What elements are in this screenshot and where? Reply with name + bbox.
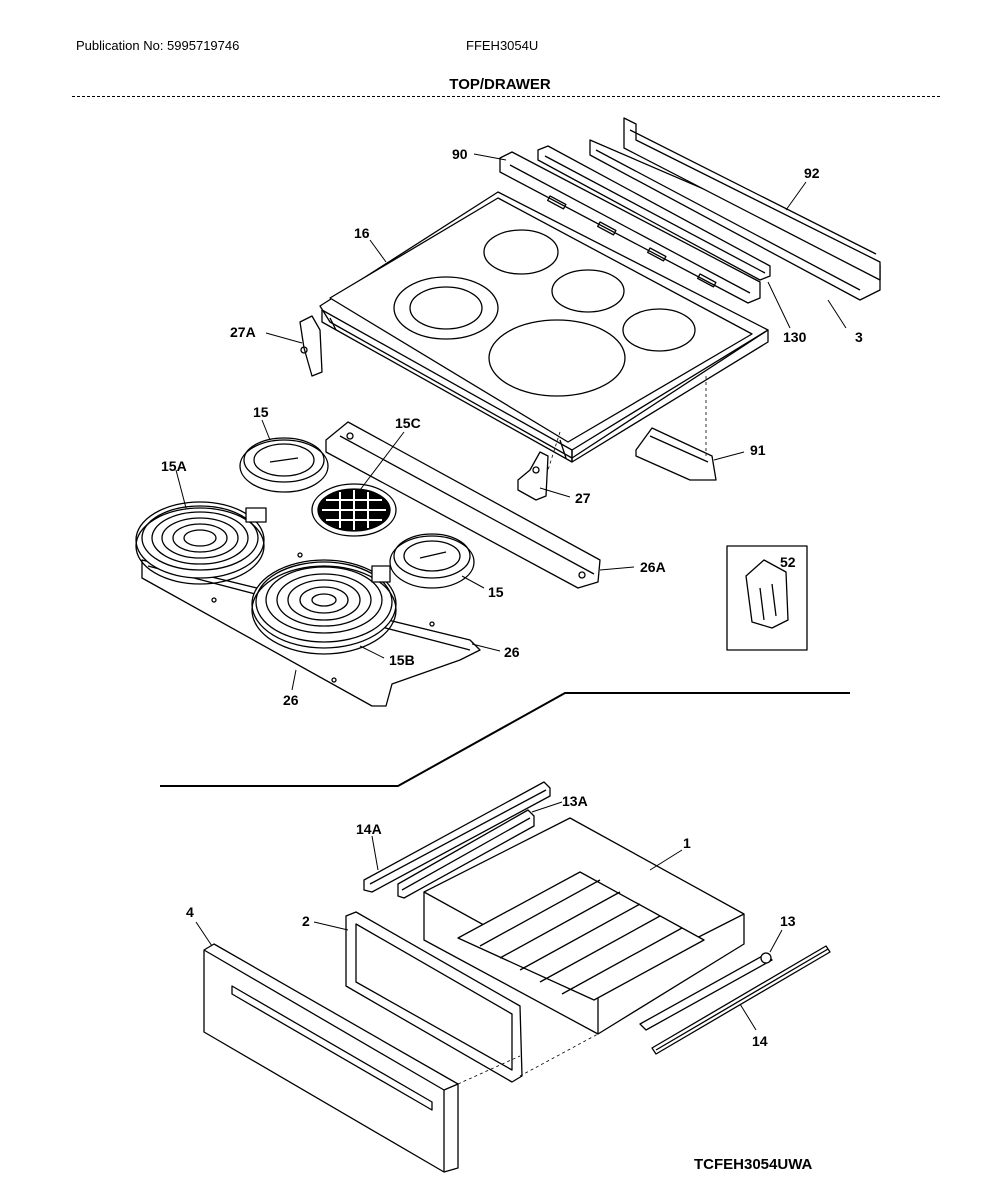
callout-91: 91 [750,442,766,458]
callout-15B: 15B [389,652,415,668]
callout-2: 2 [302,913,310,929]
cooktop-glass-part-16 [319,191,769,463]
header-divider [72,96,940,97]
support-bracket-part-26A [325,421,601,589]
section-divider-line [160,692,850,787]
callout-92: 92 [804,165,820,181]
callout-26A: 26A [640,559,666,575]
drawer-rail-part-13 [639,952,773,1031]
callout-14: 14 [752,1033,768,1049]
callout-130: 130 [783,329,807,345]
rear-rail-part-130 [537,145,771,281]
coil-element-part-15B [251,559,397,655]
phantom-lines [457,376,707,1085]
drawer-front-part-4 [203,943,459,1173]
callout-15A: 15A [161,458,187,474]
callout-16: 16 [354,225,370,241]
publication-number: Publication No: 5995719746 [76,38,240,53]
callout-15-middle: 15 [488,584,504,600]
callout-1: 1 [683,835,691,851]
callout-26-bottom: 26 [283,692,299,708]
rear-trim-part-90 [499,151,761,304]
callout-13A: 13A [562,793,588,809]
callout-14A: 14A [356,821,382,837]
backguard-rail-part-92 [589,117,881,301]
radiant-element-part-15-top [239,437,329,493]
callout-13: 13 [780,913,796,929]
drawer-inner-front-part-2 [345,911,523,1083]
drawer-rail-part-14 [651,945,831,1055]
radiant-element-part-15A [135,501,267,585]
callout-15C: 15C [395,415,421,431]
bracket-part-27 [517,451,549,501]
callout-4: 4 [186,904,194,920]
drawer-rail-part-13A [397,809,535,899]
bracket-part-27A [299,315,323,377]
part-52-box [726,545,808,651]
callout-15-top: 15 [253,404,269,420]
leader-lines [175,153,847,1031]
model-number: FFEH3054U [466,38,539,53]
diagram-code: TCFEH3054UWA [694,1156,813,1173]
radiant-element-part-15C [311,483,397,537]
radiant-element-part-15-middle [389,533,475,589]
callout-3: 3 [855,329,863,345]
drawer-rail-part-14A [363,781,551,893]
callout-27A: 27A [230,324,256,340]
callout-52: 52 [780,554,796,570]
callout-27: 27 [575,490,591,506]
drawer-body-part-1 [423,817,745,1035]
callout-90: 90 [452,146,468,162]
shield-part-91 [635,427,717,481]
callout-26-right: 26 [504,644,520,660]
section-title: TOP/DRAWER [449,76,551,93]
